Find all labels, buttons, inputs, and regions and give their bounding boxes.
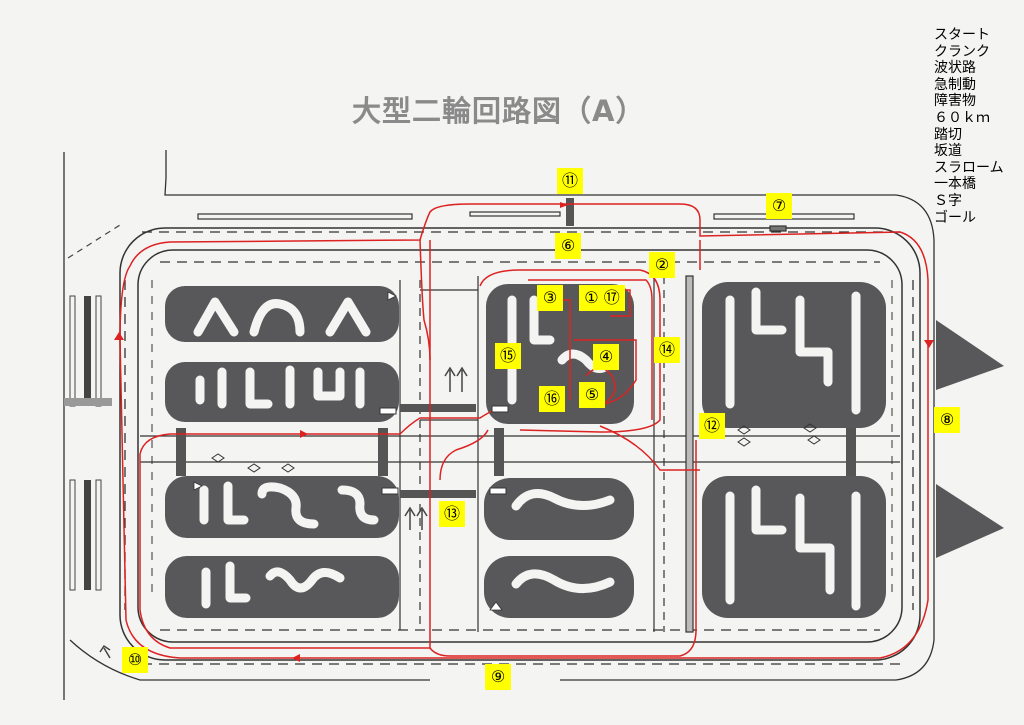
marker-4[interactable]: ④ — [593, 344, 619, 370]
legend-item: ゴール — [934, 209, 976, 226]
marker-6[interactable]: ⑥ — [555, 233, 581, 259]
legend-item: 障害物 — [934, 93, 976, 110]
legend-item: Ｓ字 — [934, 192, 962, 209]
marker-13[interactable]: ⑬ — [439, 501, 465, 527]
course-legend: スタート クランク 波状路 急制動 障害物 ６０ｋｍ 踏切 坂道 スラローム 一… — [934, 27, 1004, 226]
marker-8[interactable]: ⑧ — [934, 407, 960, 433]
map-title: 大型二輪回路図（A） — [352, 94, 646, 128]
marker-2[interactable]: ② — [649, 252, 675, 278]
legend-item: ６０ｋｍ — [934, 109, 990, 126]
marker-14[interactable]: ⑭ — [654, 337, 680, 363]
outer-boundary — [63, 150, 935, 700]
marker-7[interactable]: ⑦ — [766, 193, 792, 219]
legend-item: 坂道 — [934, 143, 962, 160]
inner-roads — [140, 275, 900, 633]
legend-item: スタート — [934, 27, 990, 43]
road-diamonds — [211, 423, 821, 473]
marker-15[interactable]: ⑮ — [495, 343, 521, 369]
marker-9[interactable]: ⑨ — [485, 664, 511, 690]
route-arrows — [114, 202, 934, 662]
marker-16[interactable]: ⑯ — [539, 386, 565, 412]
traffic-signals — [379, 405, 509, 495]
block-group — [165, 282, 1004, 618]
marker-5[interactable]: ⑤ — [579, 382, 605, 408]
marker-1-17[interactable]: ① ⑰ — [579, 285, 625, 311]
legend-item: クランク — [934, 43, 990, 60]
left-parking — [64, 224, 121, 591]
marker-3[interactable]: ③ — [537, 285, 563, 311]
marker-10[interactable]: ⑩ — [122, 647, 148, 673]
course-patterns — [193, 287, 861, 611]
top-lanes — [197, 211, 855, 232]
marker-12[interactable]: ⑫ — [699, 413, 725, 439]
legend-item: 急制動 — [934, 76, 976, 93]
legend-item: 波状路 — [934, 60, 976, 77]
legend-item: 一本橋 — [934, 176, 976, 193]
lane-arrows — [99, 366, 468, 659]
marker-11[interactable]: ⑪ — [557, 168, 583, 194]
legend-item: スラローム — [934, 159, 1004, 176]
small-markers — [193, 291, 503, 611]
route-lines — [119, 203, 929, 659]
crosswalks — [176, 198, 856, 498]
legend-item: 踏切 — [934, 126, 962, 143]
